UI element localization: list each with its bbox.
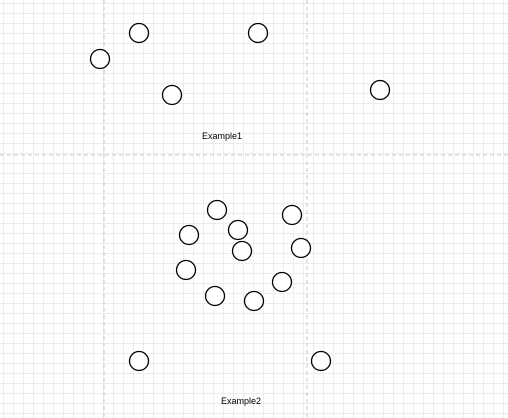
example2-node[interactable] <box>175 259 197 281</box>
example1-node[interactable] <box>89 48 111 70</box>
example2-node[interactable] <box>227 219 249 241</box>
example1-node[interactable] <box>247 22 269 44</box>
example2-node[interactable] <box>128 350 150 372</box>
example1-node[interactable] <box>369 79 391 101</box>
example2-node[interactable] <box>281 204 303 226</box>
example1-node[interactable] <box>128 22 150 44</box>
example2-node[interactable] <box>206 199 228 221</box>
example2-node[interactable] <box>178 224 200 246</box>
example2-node[interactable] <box>231 240 253 262</box>
example2-node[interactable] <box>310 350 332 372</box>
example2-node[interactable] <box>290 237 312 259</box>
example2-label: Example2 <box>220 396 262 406</box>
example2-node[interactable] <box>271 271 293 293</box>
example1-node[interactable] <box>161 84 183 106</box>
example1-group <box>89 22 391 106</box>
example2-node[interactable] <box>204 285 226 307</box>
example2-node[interactable] <box>243 290 265 312</box>
example2-group <box>128 199 332 372</box>
example1-label: Example1 <box>201 131 243 141</box>
